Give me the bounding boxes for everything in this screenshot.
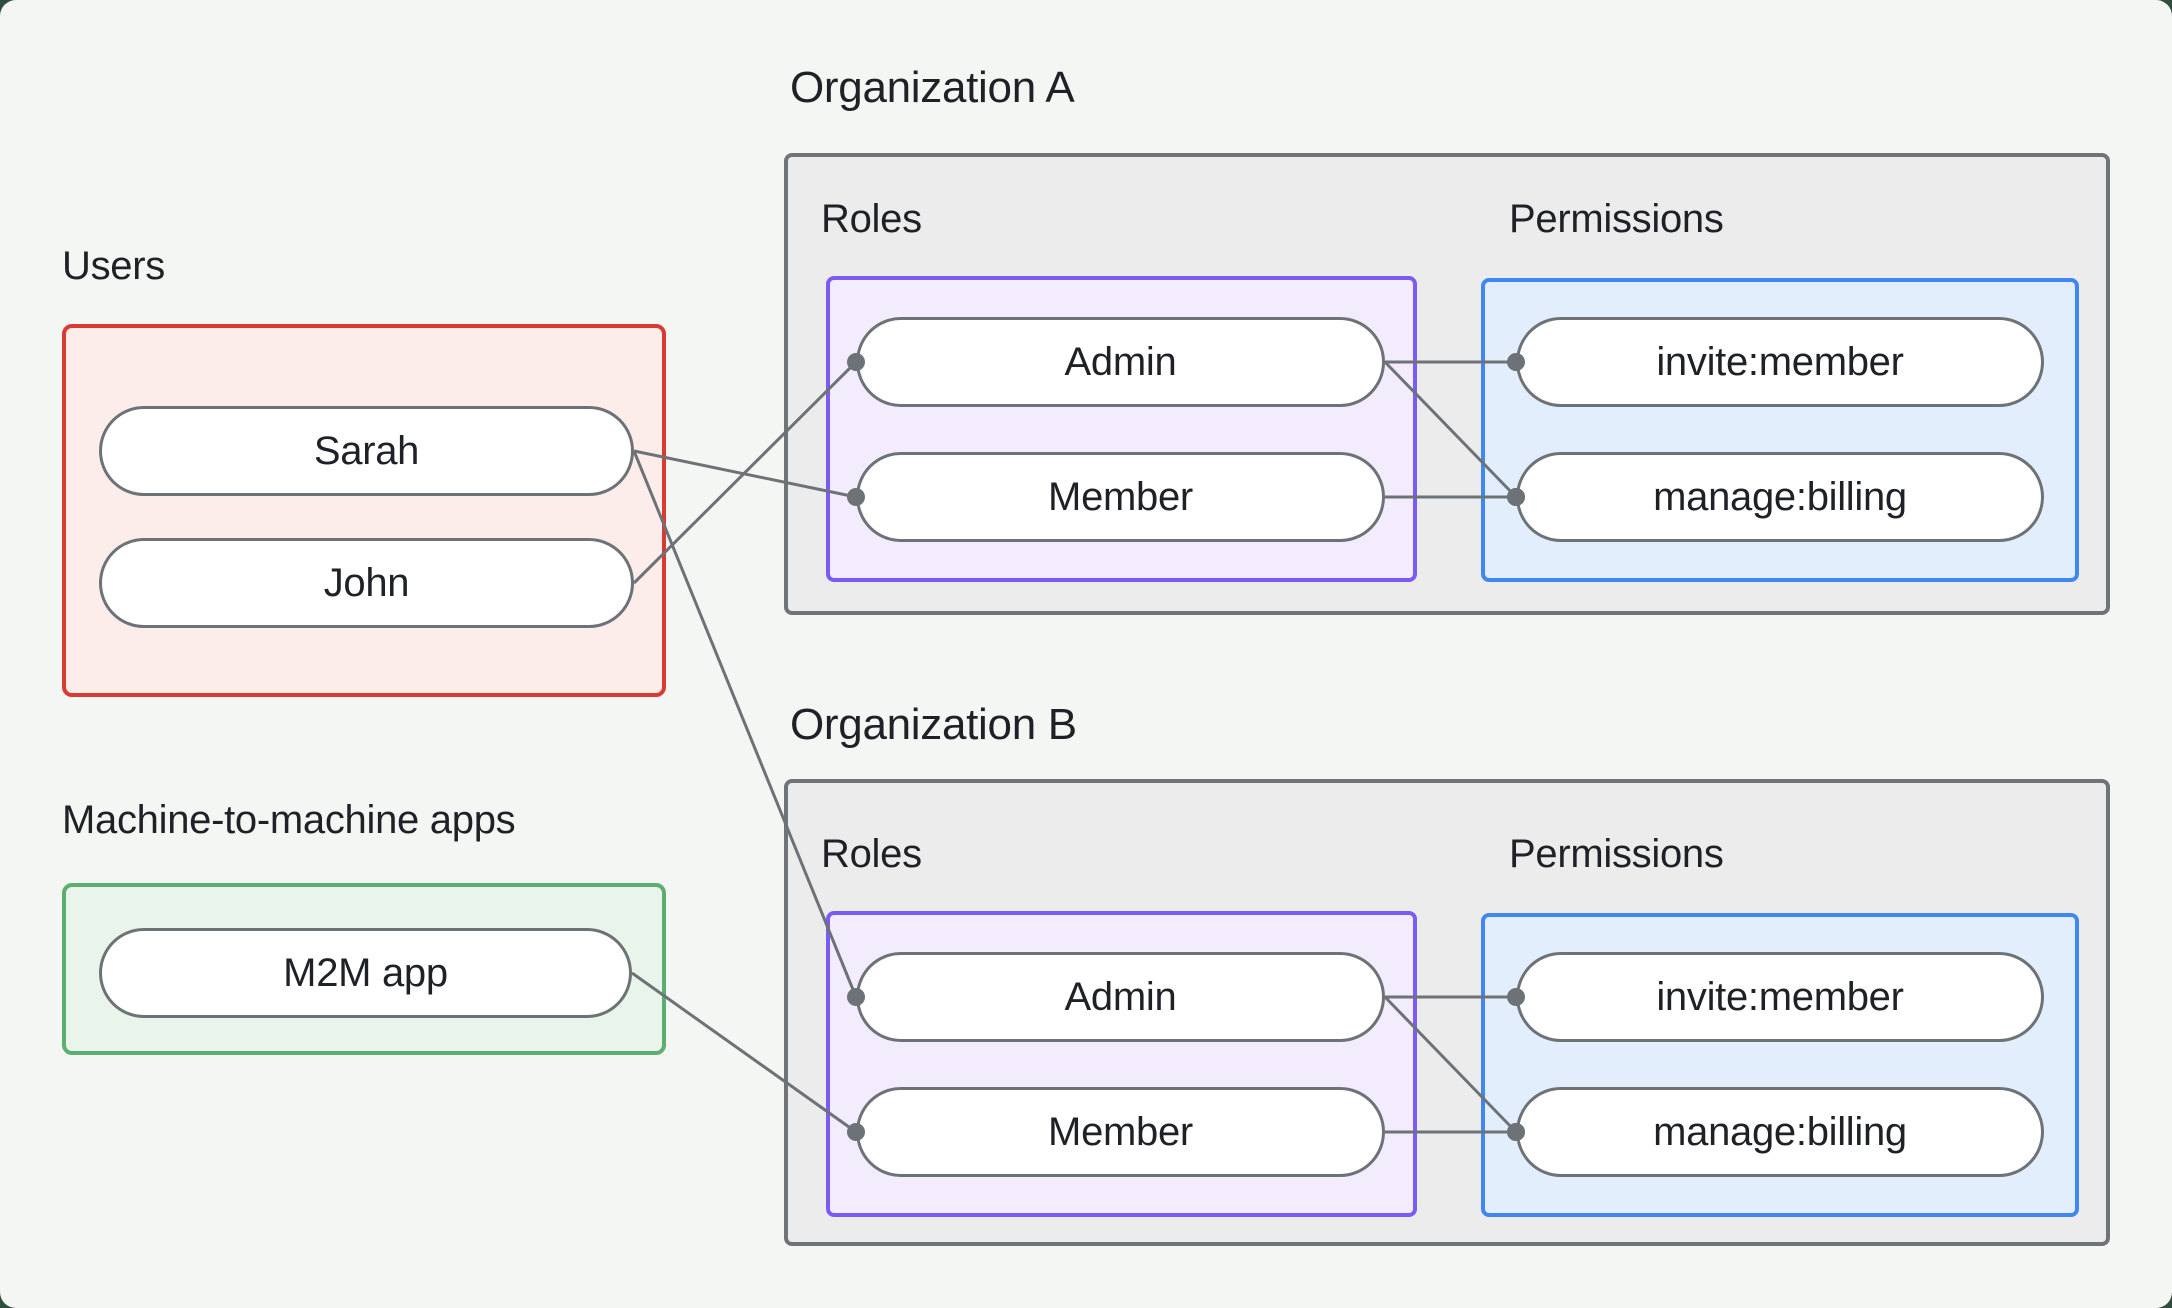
user-pill-label: John xyxy=(323,560,410,605)
org-a-section: Roles Permissions Admin Member invite:me… xyxy=(784,153,2110,615)
users-group-label: Users xyxy=(62,244,165,288)
user-pill: Sarah xyxy=(99,406,634,496)
permission-pill: manage:billing xyxy=(1516,1087,2044,1177)
m2m-group-label: Machine-to-machine apps xyxy=(62,798,516,842)
org-b-permissions-label: Permissions xyxy=(1509,832,1724,876)
org-a-roles-label: Roles xyxy=(821,197,922,241)
role-pill: Admin xyxy=(856,317,1385,407)
role-pill: Member xyxy=(856,1087,1385,1177)
permission-pill: invite:member xyxy=(1516,317,2044,407)
permission-pill-label: invite:member xyxy=(1656,974,1904,1019)
role-pill-label: Member xyxy=(1048,1109,1193,1154)
permission-pill-label: manage:billing xyxy=(1653,1109,1907,1154)
m2m-app-pill-label: M2M app xyxy=(283,950,448,995)
org-b-section: Roles Permissions Admin Member invite:me… xyxy=(784,779,2110,1246)
role-pill: Admin xyxy=(856,952,1385,1042)
m2m-app-pill: M2M app xyxy=(99,928,632,1018)
org-b-roles-label: Roles xyxy=(821,832,922,876)
permission-pill: manage:billing xyxy=(1516,452,2044,542)
permission-pill-label: manage:billing xyxy=(1653,474,1907,519)
role-pill-label: Admin xyxy=(1064,339,1177,384)
role-pill-label: Admin xyxy=(1064,974,1177,1019)
role-pill: Member xyxy=(856,452,1385,542)
org-a-permissions-label: Permissions xyxy=(1509,197,1724,241)
permission-pill: invite:member xyxy=(1516,952,2044,1042)
role-pill-label: Member xyxy=(1048,474,1193,519)
org-a-title: Organization A xyxy=(790,63,1075,112)
users-group-box xyxy=(62,324,666,697)
permission-pill-label: invite:member xyxy=(1656,339,1904,384)
org-b-title: Organization B xyxy=(790,700,1077,749)
user-pill: John xyxy=(99,538,634,628)
user-pill-label: Sarah xyxy=(313,428,420,473)
